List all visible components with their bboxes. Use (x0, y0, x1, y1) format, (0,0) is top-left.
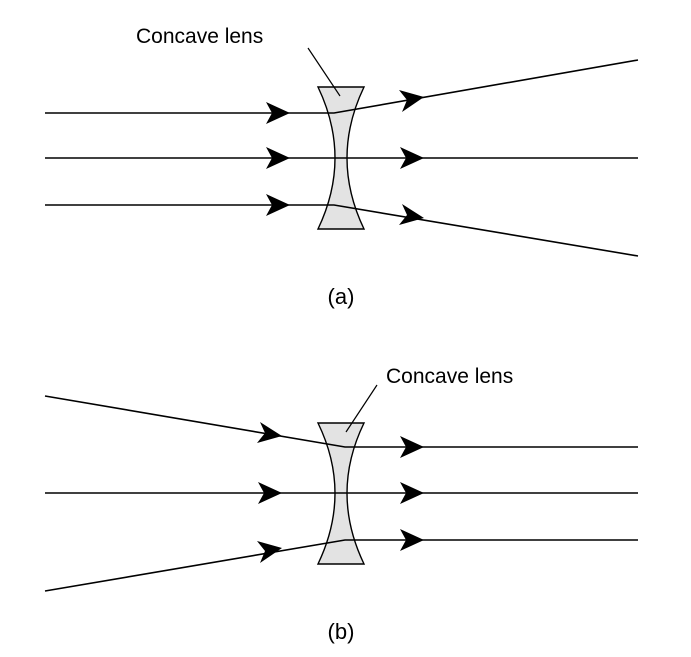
ray-b-middle (45, 482, 638, 504)
arrow-icon (257, 422, 282, 443)
ray-b-top (44, 395, 638, 458)
panel-b: Concave lens (b) (44, 365, 638, 644)
ray-a-bottom (45, 194, 639, 257)
ray-a-top (45, 59, 639, 124)
arrow-icon (400, 529, 424, 551)
panel-a: Concave lens (a) (45, 25, 639, 309)
arrow-icon (266, 102, 290, 124)
ray-a-middle (45, 147, 638, 169)
arrow-icon (400, 436, 424, 458)
arrow-icon (400, 147, 424, 169)
ray-b-bottom (44, 529, 638, 592)
arrow-icon (257, 541, 282, 563)
leader-line-b (345, 384, 378, 433)
lens-label-b: Concave lens (386, 365, 513, 388)
arrow-icon (266, 194, 290, 216)
arrow-icon (258, 482, 282, 504)
arrow-icon (266, 147, 290, 169)
leader-line-a (307, 47, 341, 97)
arrow-icon (399, 204, 424, 225)
arrow-icon (400, 482, 424, 504)
arrow-icon (399, 90, 424, 112)
lens-label-a: Concave lens (136, 25, 263, 48)
caption-a: (a) (328, 284, 355, 309)
caption-b: (b) (328, 619, 355, 644)
